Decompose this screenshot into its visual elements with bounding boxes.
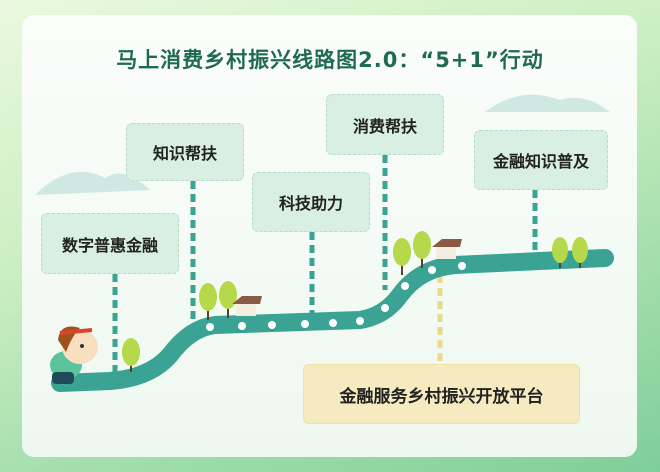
mountain-right bbox=[485, 94, 610, 112]
tree-icons bbox=[122, 231, 588, 372]
milestone-financial-literacy: 金融知识普及 bbox=[474, 130, 608, 190]
house-icons bbox=[232, 239, 462, 316]
milestone-poles bbox=[112, 155, 538, 377]
road bbox=[51, 249, 614, 392]
milestone-digital-inclusive-finance: 数字普惠金融 bbox=[41, 213, 179, 274]
horse-mascot-icon bbox=[50, 326, 98, 384]
milestone-consumption-assistance: 消费帮扶 bbox=[326, 94, 444, 155]
milestone-knowledge-assistance: 知识帮扶 bbox=[126, 123, 244, 181]
road-dots bbox=[206, 262, 466, 331]
mountain-left bbox=[35, 171, 150, 195]
platform-open-platform: 金融服务乡村振兴开放平台 bbox=[303, 364, 580, 424]
page-title: 马上消费乡村振兴线路图2.0：“5+1”行动 bbox=[116, 48, 544, 72]
milestone-tech-empowerment: 科技助力 bbox=[252, 172, 370, 232]
